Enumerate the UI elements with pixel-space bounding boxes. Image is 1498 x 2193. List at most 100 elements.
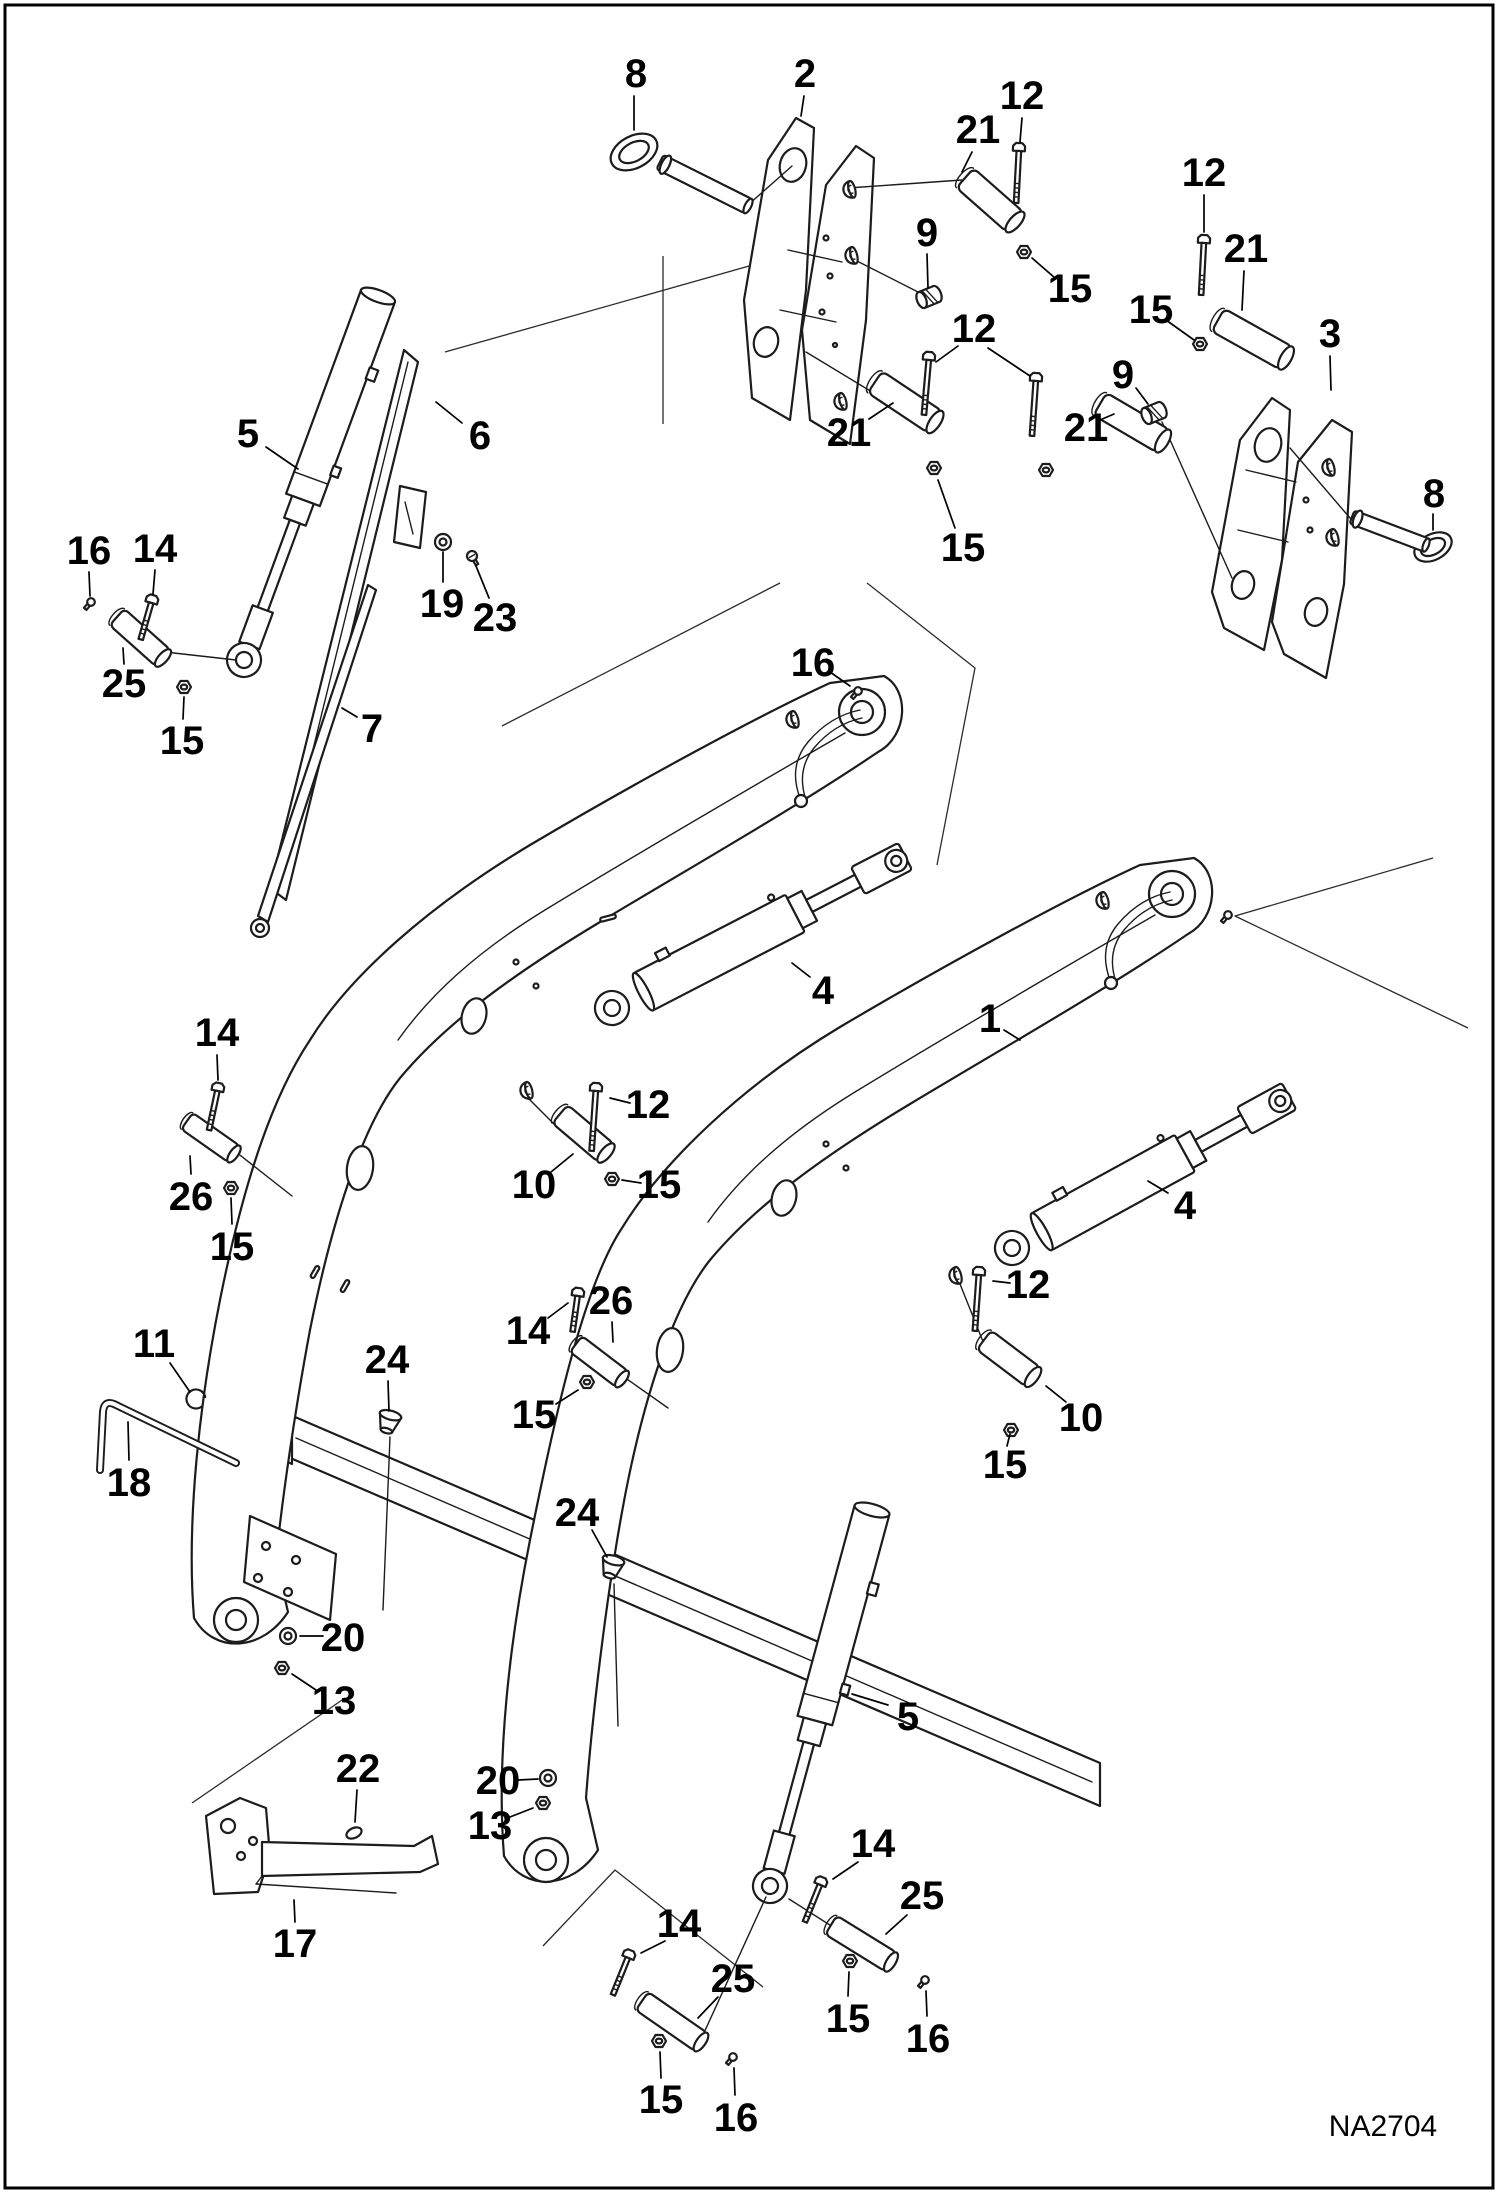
callout-leader [1147, 1180, 1169, 1194]
nut-icon [175, 679, 193, 695]
callout-leader [591, 1529, 608, 1558]
phantom-lines-layer [191, 256, 1469, 1988]
callout-leader [1031, 257, 1056, 279]
callout-number: 9 [1112, 353, 1134, 397]
washer-icon [278, 1626, 298, 1646]
callout-number: 26 [169, 1175, 214, 1219]
callout-21: 21 [1064, 406, 1115, 450]
callout-number: 5 [237, 412, 259, 456]
trajectory-line [235, 1151, 293, 1197]
drawing-id: NA2704 [1329, 2110, 1437, 2143]
crossmember-mount-plate [242, 1514, 338, 1622]
set-screw-icon [82, 597, 96, 612]
washer-icon [433, 532, 453, 552]
callout-16: 16 [791, 641, 851, 687]
callout-number: 15 [160, 719, 205, 763]
bushing-icon [948, 1265, 963, 1285]
callout-number: 23 [473, 596, 518, 640]
callout-leader [509, 1807, 534, 1818]
callout-26: 26 [169, 1155, 214, 1219]
bushing-icon [1325, 527, 1340, 547]
pin-icon [179, 1111, 242, 1164]
callout-23: 23 [473, 565, 518, 640]
phantom-line [191, 1697, 346, 1804]
callout-number: 13 [468, 1804, 513, 1848]
pin-icon [633, 1990, 710, 2053]
callout-12: 12 [1182, 151, 1227, 233]
callout-7: 7 [341, 707, 383, 751]
washer-icon [538, 1768, 558, 1788]
callout-number: 25 [900, 1874, 945, 1918]
callout-15: 15 [639, 2051, 684, 2122]
callout-2: 2 [794, 52, 816, 117]
callout-15: 15 [621, 1163, 681, 1207]
callout-12: 12 [1000, 74, 1044, 143]
callout-25: 25 [102, 647, 146, 706]
callout-leader [1241, 270, 1245, 311]
set-screw-icon [849, 686, 863, 701]
callout-number: 1 [979, 997, 1001, 1041]
callout-number: 3 [1319, 312, 1341, 356]
callout-leader [937, 479, 956, 529]
plug-icon [378, 1408, 403, 1435]
pin-icon [823, 1914, 900, 1973]
trajectory-line [1289, 447, 1351, 519]
lift-cylinder-4b [993, 1082, 1297, 1267]
callout-16: 16 [714, 2067, 759, 2140]
callout-leader [265, 446, 299, 470]
bushing-icon [519, 1080, 534, 1100]
bolt-icon [801, 1875, 829, 1924]
link-rod-7 [249, 583, 378, 939]
bolt-icon [1011, 141, 1027, 205]
callout-leader [122, 647, 125, 665]
callout-leader [1135, 387, 1149, 405]
phantom-line [444, 256, 782, 353]
callout-5: 5 [237, 412, 299, 470]
callout-leader [800, 95, 805, 117]
callout-number: 16 [714, 2096, 759, 2140]
callout-number: 15 [512, 1393, 557, 1437]
callout-leader [475, 565, 490, 599]
fasteners-layer [82, 132, 1453, 2067]
callout-leader [961, 151, 973, 173]
callout-number: 15 [639, 2078, 684, 2122]
callout-15: 15 [937, 479, 985, 570]
callout-leader [291, 1673, 317, 1691]
callout-leader [926, 253, 929, 289]
callout-20: 20 [299, 1616, 365, 1660]
callout-leader [230, 1197, 233, 1225]
callout-number: 12 [1182, 151, 1227, 195]
callout-11: 11 [133, 1322, 191, 1393]
callout-leader [847, 1971, 850, 1997]
callout-leader [697, 1996, 719, 2019]
plug-pointer-line [382, 1436, 391, 1611]
callout-number: 11 [133, 1322, 175, 1366]
pin-icon [954, 166, 1026, 234]
callout-6: 6 [435, 401, 491, 458]
callout-number: 20 [476, 1759, 521, 1803]
bushing-icon [842, 179, 857, 199]
machine-screw-icon [465, 549, 480, 567]
cylinders-back-layer [225, 286, 913, 1027]
callout-12: 12 [992, 1263, 1050, 1307]
roll-pin-icon [309, 1265, 321, 1279]
callout-15: 15 [160, 696, 205, 763]
bolt-icon [920, 350, 937, 417]
nut-icon [578, 1374, 596, 1390]
trajectory-line [1161, 421, 1233, 579]
callout-5: 5 [851, 1693, 919, 1739]
pin-icon [1091, 391, 1173, 454]
callout-leader [182, 696, 185, 720]
callout-number: 25 [711, 1957, 756, 2001]
callout-number: 4 [1174, 1184, 1197, 1228]
nut-icon [1015, 244, 1033, 260]
callout-number: 8 [625, 52, 647, 96]
callout-15: 15 [512, 1389, 579, 1437]
callout-number: 16 [67, 529, 112, 573]
nut-icon [650, 2033, 668, 2049]
callout-leader [829, 671, 851, 687]
trajectory-line [747, 165, 793, 206]
callout-8: 8 [1423, 472, 1445, 531]
